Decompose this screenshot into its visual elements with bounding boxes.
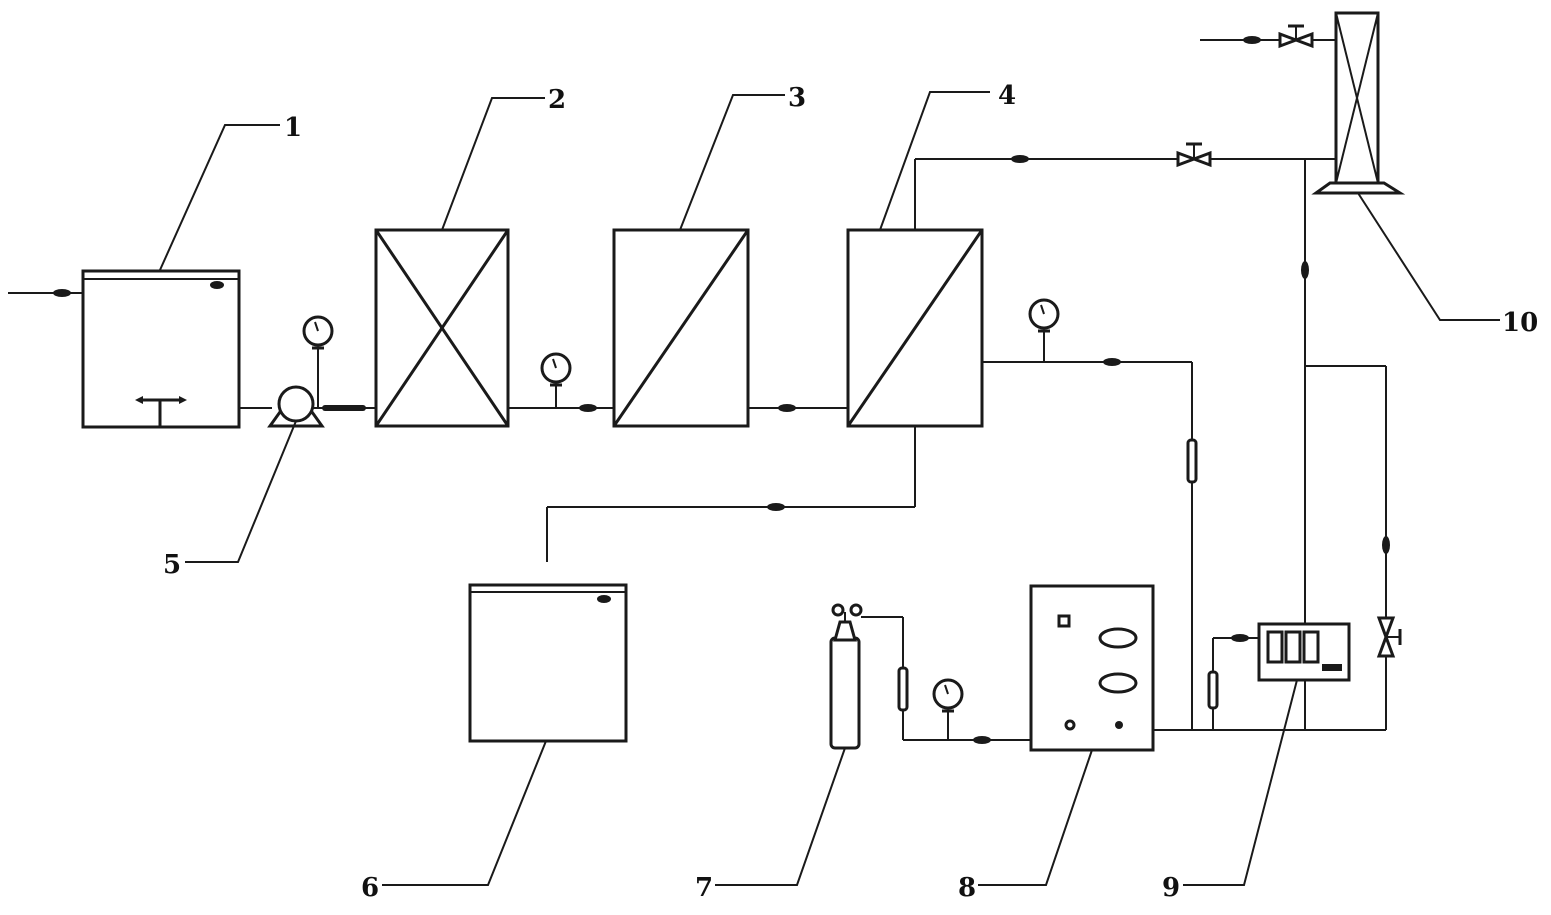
- pressure-gauge-icon: [932, 678, 964, 740]
- pump-icon: [267, 385, 325, 428]
- treatment-column-2: [374, 228, 510, 428]
- analyzer-branch: [1207, 634, 1259, 730]
- stirrer-icon: [135, 396, 187, 427]
- pipe-2-to-3: [508, 404, 614, 412]
- inlet-line: [8, 289, 83, 297]
- membrane-module-3: [612, 228, 750, 428]
- valve-icon: [1176, 142, 1212, 168]
- membrane-module-4: [846, 228, 984, 428]
- reaction-column: [1311, 11, 1406, 195]
- valve-icon: [1376, 616, 1402, 658]
- pipe-cylinder-to-generator: [861, 616, 1031, 744]
- pipe-4-to-tank: [546, 426, 916, 562]
- pipe-4-to-column: [914, 155, 1335, 230]
- gas-cylinder-icon: [829, 603, 863, 750]
- pressure-gauge-icon: [1028, 298, 1060, 362]
- pipe-4-outlet: [982, 358, 1198, 730]
- leader-lines: [159, 91, 1500, 886]
- label-4: 4: [998, 81, 1016, 111]
- label-1: 1: [284, 113, 302, 143]
- product-tank: [468, 583, 628, 743]
- ozone-generator: [1029, 584, 1155, 752]
- pipe-3-to-4: [748, 404, 848, 412]
- label-10: 10: [1502, 308, 1538, 338]
- label-5: 5: [163, 550, 181, 580]
- label-3: 3: [788, 83, 806, 113]
- label-9: 9: [1162, 873, 1180, 903]
- column-inlet-line: [1200, 36, 1336, 44]
- pressure-gauge-icon: [540, 352, 572, 408]
- label-2: 2: [548, 85, 566, 115]
- pressure-gauge-icon: [302, 315, 334, 408]
- ozone-analyzer-icon: [1257, 622, 1351, 682]
- label-6: 6: [361, 873, 379, 903]
- valve-icon: [1278, 24, 1314, 49]
- label-8: 8: [958, 873, 976, 903]
- label-7: 7: [695, 873, 713, 903]
- pipe-pump-to-filter: [313, 405, 376, 411]
